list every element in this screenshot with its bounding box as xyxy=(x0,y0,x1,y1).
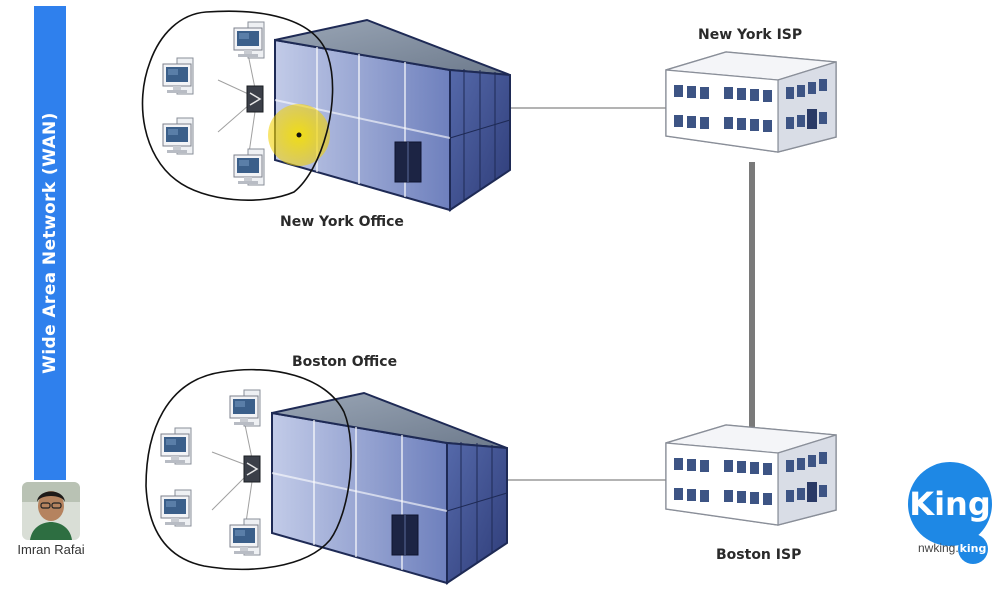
ny-lan-group xyxy=(141,10,511,211)
ny-isp-label: New York ISP xyxy=(698,27,803,43)
pc-icon xyxy=(162,117,194,155)
boston-isp-building-icon xyxy=(665,424,837,526)
boston-lan-annotation-circle xyxy=(145,368,352,571)
ny-office-label: New York Office xyxy=(280,214,404,230)
pc-icon xyxy=(162,57,194,95)
ny-isp-building-icon xyxy=(665,51,837,153)
mouse-pointer-icon xyxy=(296,132,302,138)
presenter-name: Imran Rafai xyxy=(17,542,85,557)
pc-icon xyxy=(229,518,261,556)
pc-icon xyxy=(160,489,192,527)
boston-switch-icon xyxy=(243,455,261,483)
ny-switch-icon xyxy=(246,85,264,113)
boston-office-label: Boston Office xyxy=(292,354,398,370)
brand-badge: king xyxy=(958,534,988,564)
avatar xyxy=(22,482,80,540)
pc-icon xyxy=(233,148,265,186)
boston-lan-group xyxy=(145,368,508,584)
brand-logo: King xyxy=(908,462,992,546)
pc-icon xyxy=(160,427,192,465)
presenter-card: Imran Rafai xyxy=(12,482,90,557)
presenter-avatar xyxy=(22,482,80,540)
pc-icon xyxy=(233,21,265,59)
boston-isp-label: Boston ISP xyxy=(716,547,802,563)
sidebar-banner: Wide Area Network (WAN) xyxy=(34,6,66,480)
boston-office-building-icon xyxy=(271,392,508,584)
brand-url: nwking. xyxy=(918,541,959,555)
ny-lan-annotation-circle xyxy=(141,10,334,201)
pc-icon xyxy=(229,389,261,427)
